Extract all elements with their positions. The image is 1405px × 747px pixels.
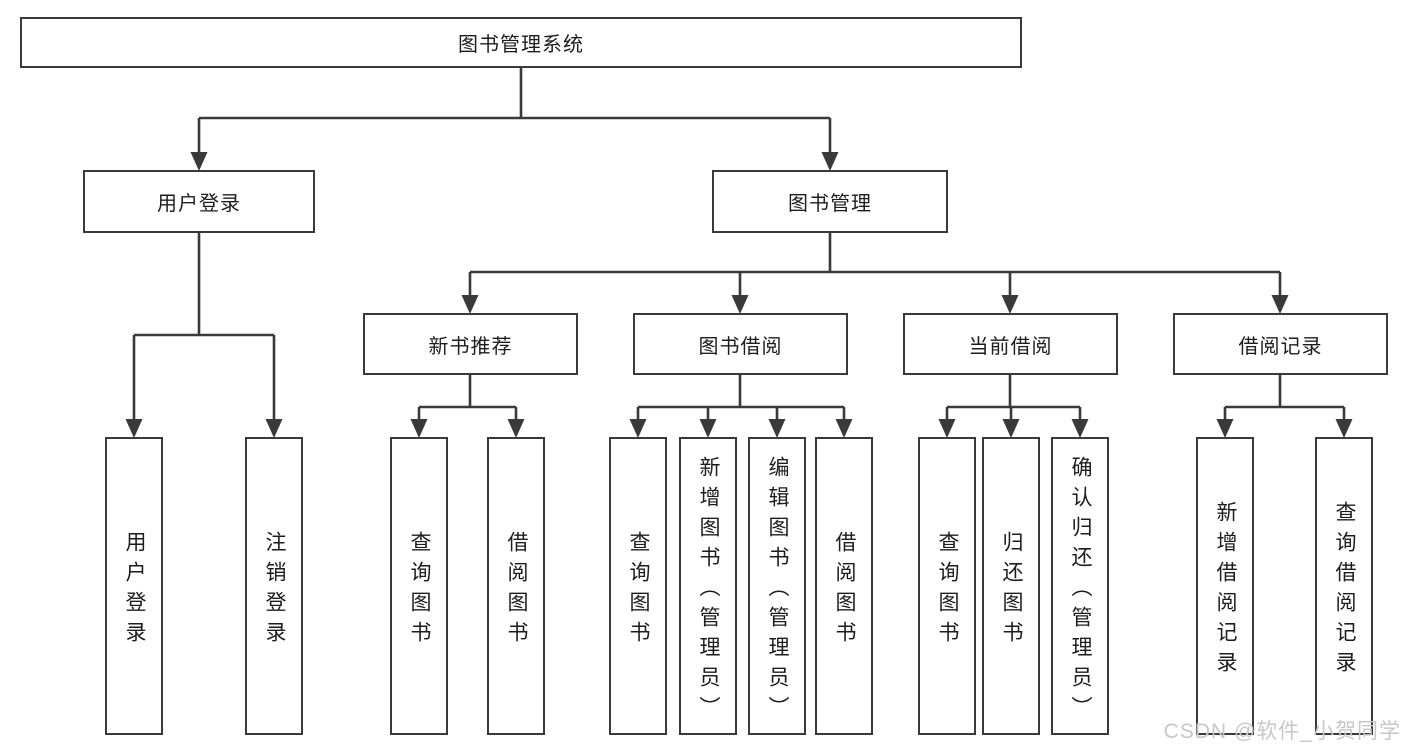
- node-label: 新增图书（管理员）: [697, 455, 720, 726]
- node-new-book-recommend: 新书推荐: [363, 313, 578, 375]
- node-label: 图书管理系统: [458, 34, 584, 56]
- leaf-confirm-return-admin: 确认归还（管理员）: [1051, 437, 1109, 735]
- node-label: 用户登录: [157, 193, 241, 215]
- node-current-borrow: 当前借阅: [903, 313, 1118, 375]
- leaf-add-borrow-record: 新增借阅记录: [1196, 437, 1254, 735]
- node-label: 编辑图书（管理员）: [766, 455, 789, 726]
- node-label: 借阅图书: [505, 530, 528, 651]
- node-label: 查询图书: [408, 530, 431, 651]
- node-label: 查询图书: [627, 530, 650, 651]
- node-book-management: 图书管理: [712, 170, 948, 233]
- arrowhead-icons: [125, 152, 1353, 438]
- node-label: 借阅记录: [1238, 335, 1323, 358]
- node-user-login: 用户登录: [83, 170, 315, 233]
- node-label: 图书借阅: [698, 335, 783, 358]
- leaf-query-books-current: 查询图书: [918, 437, 976, 735]
- node-label: 图书管理: [788, 193, 872, 215]
- leaf-edit-book-admin: 编辑图书（管理员）: [748, 437, 806, 735]
- leaf-borrow-books: 借阅图书: [815, 437, 873, 735]
- node-label: 新书推荐: [428, 335, 513, 358]
- leaf-add-book-admin: 新增图书（管理员）: [679, 437, 737, 735]
- node-label: 查询借阅记录: [1333, 500, 1356, 681]
- leaf-user-login: 用户登录: [105, 437, 163, 735]
- node-root-system: 图书管理系统: [20, 17, 1022, 68]
- node-label: 借阅图书: [833, 530, 856, 651]
- node-label: 用户登录: [123, 530, 146, 651]
- connector-edges: [132, 68, 1346, 432]
- leaf-return-books: 归还图书: [982, 437, 1040, 735]
- node-borrow-records: 借阅记录: [1173, 313, 1388, 375]
- leaf-query-borrow-record: 查询借阅记录: [1315, 437, 1373, 735]
- csdn-watermark: CSDN @软件_小贺同学: [1163, 720, 1401, 743]
- leaf-query-books-borrow: 查询图书: [609, 437, 667, 735]
- node-label: 归还图书: [1000, 530, 1023, 651]
- node-label: 新增借阅记录: [1214, 500, 1237, 681]
- node-label: 确认归还（管理员）: [1069, 455, 1092, 726]
- leaf-logout: 注销登录: [245, 437, 303, 735]
- node-label: 当前借阅: [968, 335, 1053, 358]
- leaf-query-books-recommend: 查询图书: [390, 437, 448, 735]
- node-book-borrow: 图书借阅: [633, 313, 848, 375]
- node-label: 注销登录: [263, 530, 286, 651]
- node-label: 查询图书: [936, 530, 959, 651]
- leaf-borrow-books-recommend: 借阅图书: [487, 437, 545, 735]
